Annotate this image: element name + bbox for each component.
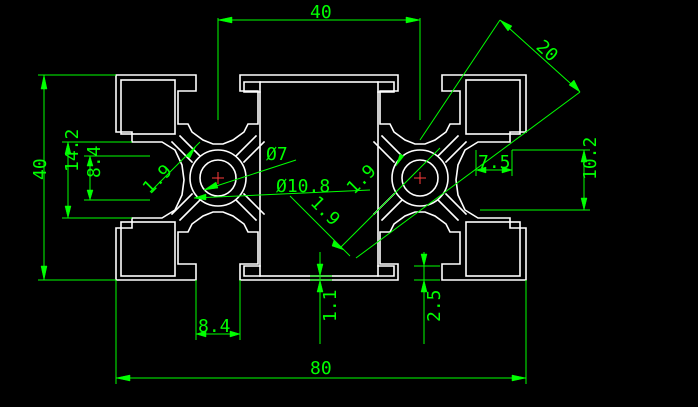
left-web-lr: [234, 192, 266, 222]
right-web-ur: [436, 134, 468, 164]
right-center-mark: [414, 172, 426, 184]
left-core-inner: [199, 159, 237, 197]
center-marks: [212, 172, 426, 184]
dim-left-40: 40: [30, 158, 51, 180]
dim-diagonal-20: 20: [532, 36, 562, 66]
dim-left-1-9: 1.9: [139, 161, 177, 199]
dim-bottom-1-1: 1.1: [320, 289, 341, 322]
dim-bottom-8-4: 8.4: [198, 316, 231, 337]
dim-right-10-2: 10.2: [580, 137, 601, 180]
slot-left-bottom: [120, 221, 176, 277]
left-web-ul: [170, 134, 202, 164]
slot-right-top: [465, 79, 521, 135]
right-web-ul: [372, 134, 404, 164]
dimension-lines: [38, 16, 590, 384]
dim-top-40: 40: [310, 2, 332, 23]
right-core-outer: [391, 149, 449, 207]
center-cavity-right-flange: [377, 81, 395, 93]
right-web-lr: [436, 192, 468, 222]
dim-bottom-80: 80: [310, 358, 332, 379]
dim-left-14-2: 14.2: [62, 129, 83, 172]
right-core-inner: [401, 159, 439, 197]
left-center-mark: [212, 172, 224, 184]
left-web-ur: [234, 134, 266, 164]
dim-right-center-1-9: 1.9: [343, 161, 381, 199]
slot-right-bottom: [465, 221, 521, 277]
center-cavity-left-flange-bottom: [243, 265, 261, 277]
dim-center-diameter-7: Ø7: [266, 144, 288, 165]
dim-center-1-9: 1.9: [306, 192, 344, 230]
left-web-ll: [170, 192, 202, 222]
center-cavity-right-flange-bottom: [377, 265, 395, 277]
dim-bottom-2-5: 2.5: [424, 289, 445, 322]
dim-left-8-4: 8.4: [84, 145, 105, 178]
slot-left-top: [120, 79, 176, 135]
dim-center-diameter-10-8: Ø10.8: [276, 176, 330, 197]
left-core-outer: [189, 149, 247, 207]
center-cavity-left-flange: [243, 81, 261, 93]
profile-outline: [115, 74, 527, 281]
dim-right-7-5: 7.5: [478, 152, 511, 173]
